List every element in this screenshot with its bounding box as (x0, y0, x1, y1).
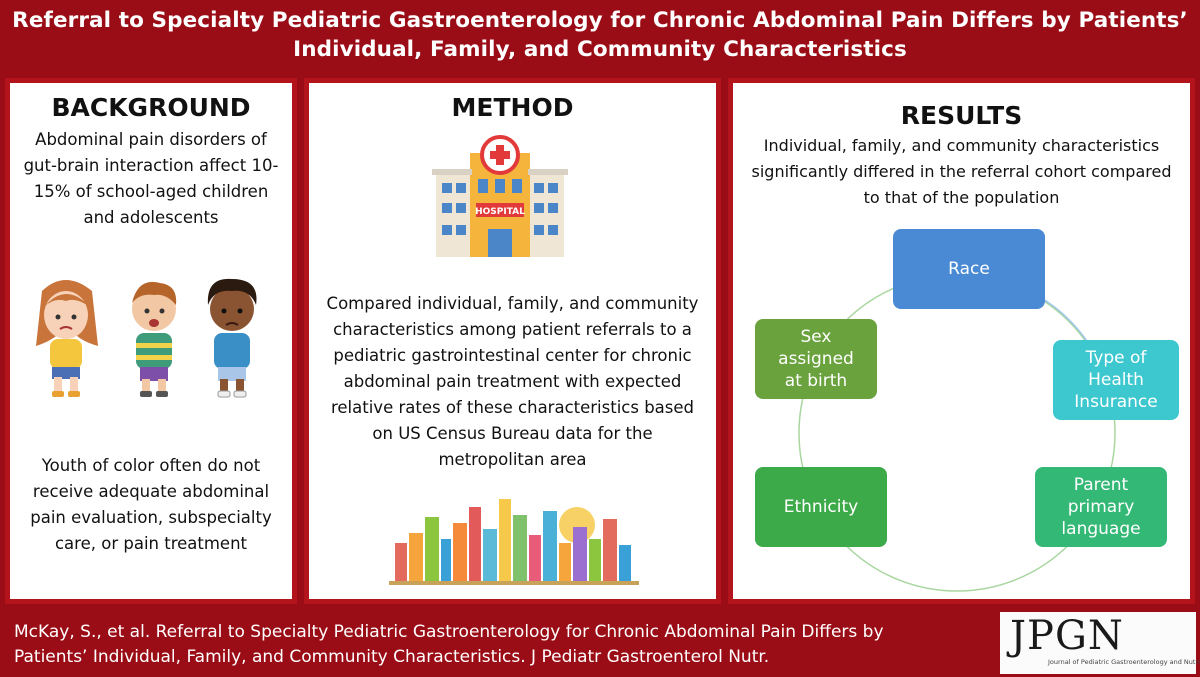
node-sex: Sex assigned at birth (755, 319, 877, 399)
logo-text: JPGN (1010, 613, 1124, 659)
node-insurance-label: Type of Health Insurance (1074, 348, 1158, 412)
method-heading: METHOD (451, 93, 574, 122)
method-text: Compared individual, family, and communi… (326, 294, 699, 469)
hospital-sign: HOSPITAL (475, 207, 525, 217)
node-race-label: Race (948, 259, 990, 279)
node-sex-label: Sex assigned at birth (778, 327, 854, 391)
node-language: Parent primary language (1035, 467, 1167, 547)
hospital-icon: HOSPITAL (432, 135, 568, 257)
citation: McKay, S., et al. Referral to Specialty … (14, 620, 994, 670)
logo-subtitle: Journal of Pediatric Gastroenterology an… (1048, 658, 1200, 666)
background-text-1: Abdominal pain disorders of gut-brain in… (23, 130, 279, 227)
results-panel: RESULTS Individual, family, and communit… (728, 78, 1195, 604)
boy-child-icon (132, 281, 177, 397)
infographic-title: Referral to Specialty Pediatric Gastroen… (0, 0, 1200, 72)
boy-child-icon-2 (207, 278, 257, 398)
background-text-2: Youth of color often do not receive adeq… (30, 456, 272, 553)
jpgn-logo: JPGN Journal of Pediatric Gastroenterolo… (1000, 612, 1200, 674)
results-heading: RESULTS (900, 101, 1023, 130)
footer: McKay, S., et al. Referral to Specialty … (0, 610, 1200, 677)
citation-line-2: Patients’ Individual, Family, and Commun… (14, 647, 770, 667)
citation-line-1: McKay, S., et al. Referral to Specialty … (14, 622, 884, 642)
method-panel: METHOD HOSPITAL Compared individual, fam… (304, 78, 721, 604)
title-line-2: Individual, Family, and Community Charac… (293, 37, 907, 62)
node-race: Race (893, 229, 1045, 309)
girl-child-icon (36, 280, 98, 397)
node-insurance: Type of Health Insurance (1053, 340, 1179, 420)
title-line-1: Referral to Specialty Pediatric Gastroen… (12, 8, 1188, 33)
node-ethnicity: Ethnicity (755, 467, 887, 547)
node-language-label: Parent primary language (1061, 475, 1141, 539)
results-text: Individual, family, and community charac… (751, 136, 1172, 207)
node-ethnicity-label: Ethnicity (783, 497, 859, 517)
children-illustration (36, 278, 257, 398)
background-heading: BACKGROUND (51, 93, 251, 122)
background-panel: BACKGROUND Abdominal pain disorders of g… (5, 78, 297, 604)
city-skyline-icon (389, 499, 639, 585)
